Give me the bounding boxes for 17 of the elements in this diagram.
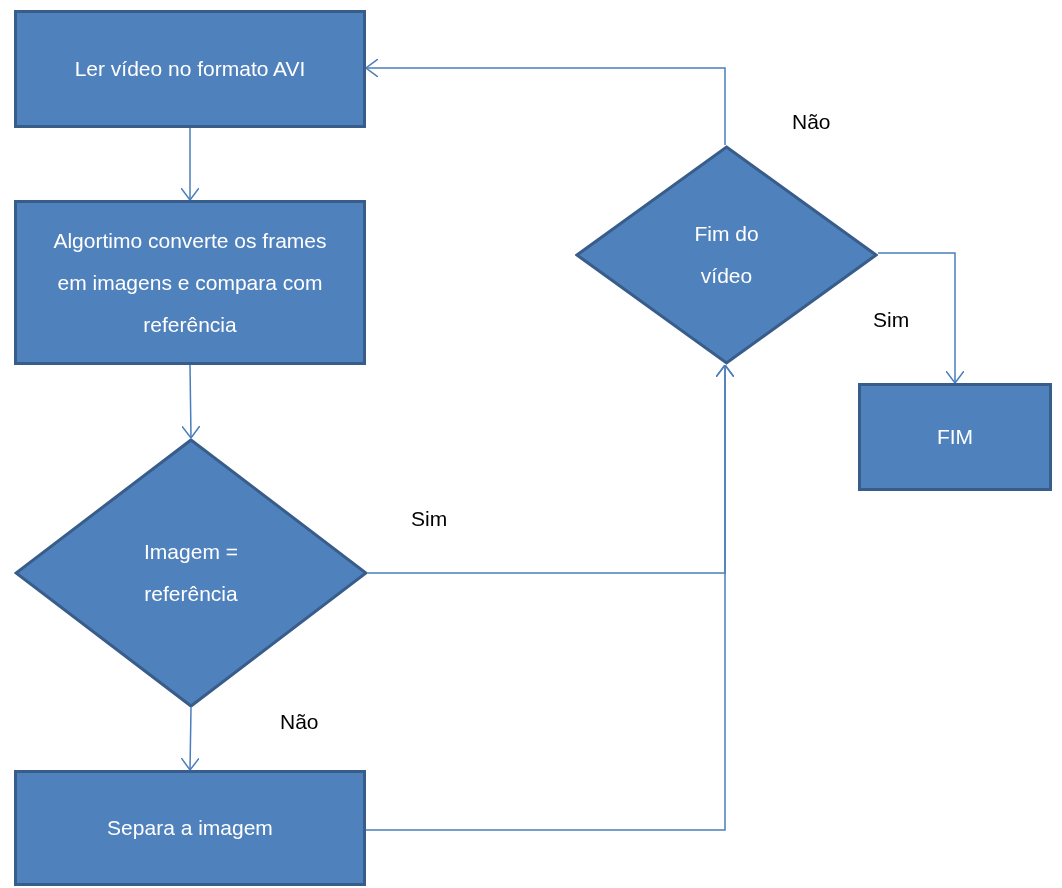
node-text: Separa a imagem <box>107 815 273 841</box>
node-text: Ler vídeo no formato AVI <box>74 56 306 82</box>
node-text: Fim do vídeo <box>693 221 760 289</box>
decision-diamond <box>14 438 368 708</box>
arrow <box>365 364 735 831</box>
node-text: FIM <box>936 424 974 450</box>
process-box <box>858 383 1052 491</box>
arrow <box>180 127 200 201</box>
process-box <box>14 200 366 365</box>
arrow <box>365 58 726 146</box>
node-text: Imagem = referência <box>143 539 239 607</box>
process-box <box>14 770 366 886</box>
arrow <box>180 707 200 771</box>
node-text: Algortimo converte os frames em imagens e compara com referência <box>52 227 328 338</box>
arrow <box>181 364 201 439</box>
process-box <box>14 10 366 128</box>
arrow <box>877 252 965 384</box>
